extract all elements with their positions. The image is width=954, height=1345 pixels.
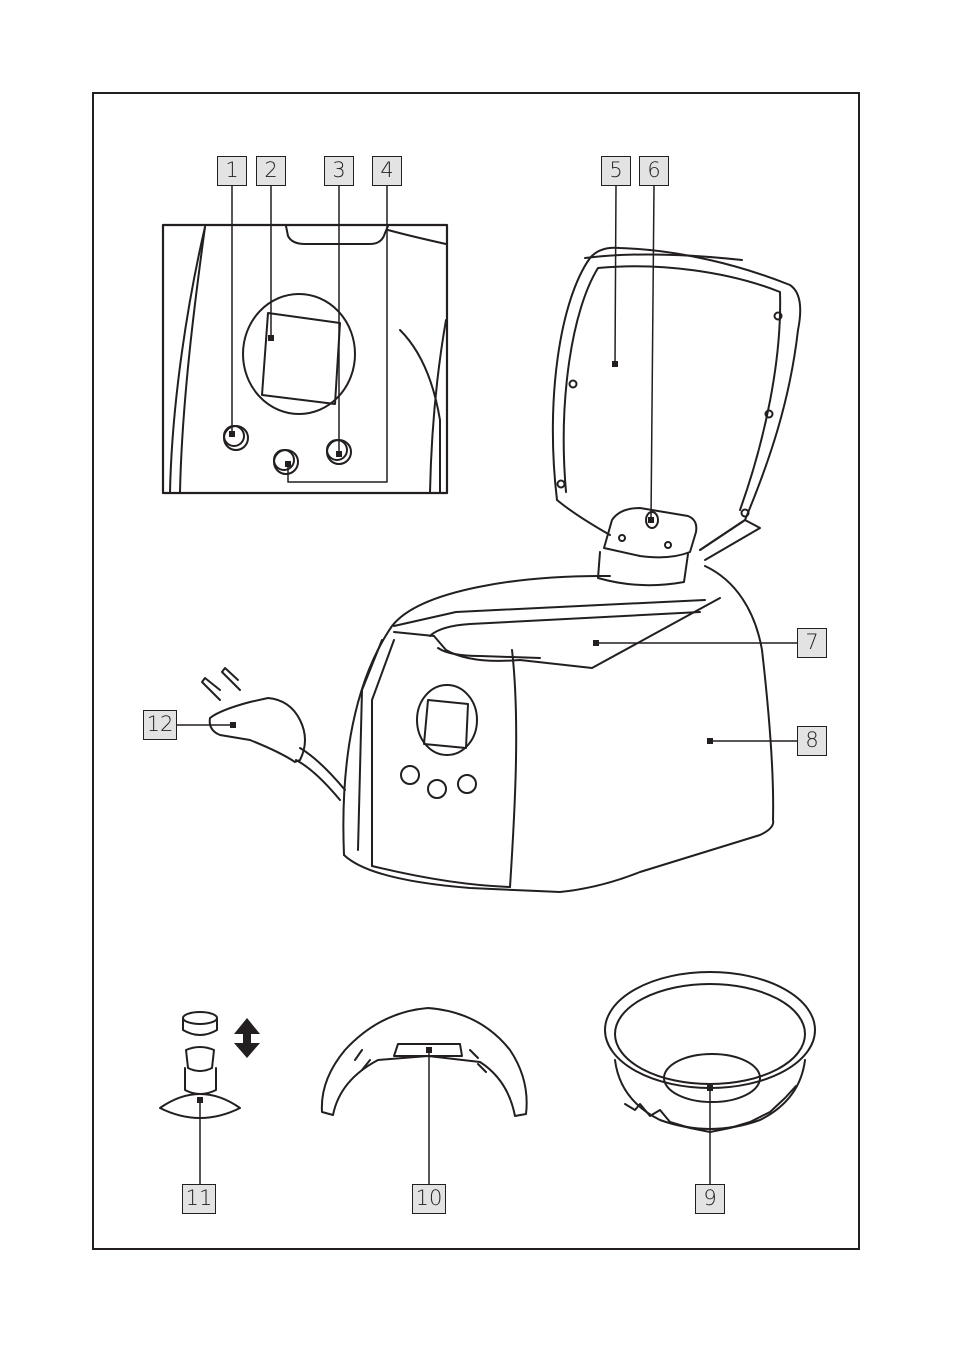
lid	[553, 248, 800, 585]
watch-holder	[160, 1012, 260, 1118]
callout-10: 10	[412, 1184, 446, 1214]
callout-5: 5	[601, 156, 631, 186]
power-plug	[202, 668, 345, 800]
unit-button-2	[428, 780, 446, 798]
anchor-dots	[197, 335, 713, 1103]
unit-button-3	[458, 775, 476, 793]
callout-12: 12	[143, 710, 177, 740]
callout-1: 1	[217, 156, 247, 186]
callout-3: 3	[324, 156, 354, 186]
button-left	[224, 426, 248, 450]
callout-8: 8	[797, 726, 827, 756]
control-panel-inset	[163, 225, 447, 493]
leader-5	[615, 186, 616, 364]
main-unit-body	[343, 566, 773, 892]
unit-button-1	[401, 766, 419, 784]
callout-9: 9	[695, 1184, 725, 1214]
callout-4: 4	[372, 156, 402, 186]
lid-hinge	[598, 508, 696, 585]
leader-6	[651, 186, 654, 520]
spectacle-holder	[322, 1008, 527, 1116]
display-screen	[262, 313, 340, 404]
leader-4	[288, 186, 387, 482]
callout-2: 2	[256, 156, 286, 186]
callout-6: 6	[639, 156, 669, 186]
up-down-arrow-icon	[234, 1018, 260, 1058]
callout-7: 7	[797, 628, 827, 658]
unit-display	[417, 685, 477, 755]
callout-11: 11	[182, 1184, 216, 1214]
